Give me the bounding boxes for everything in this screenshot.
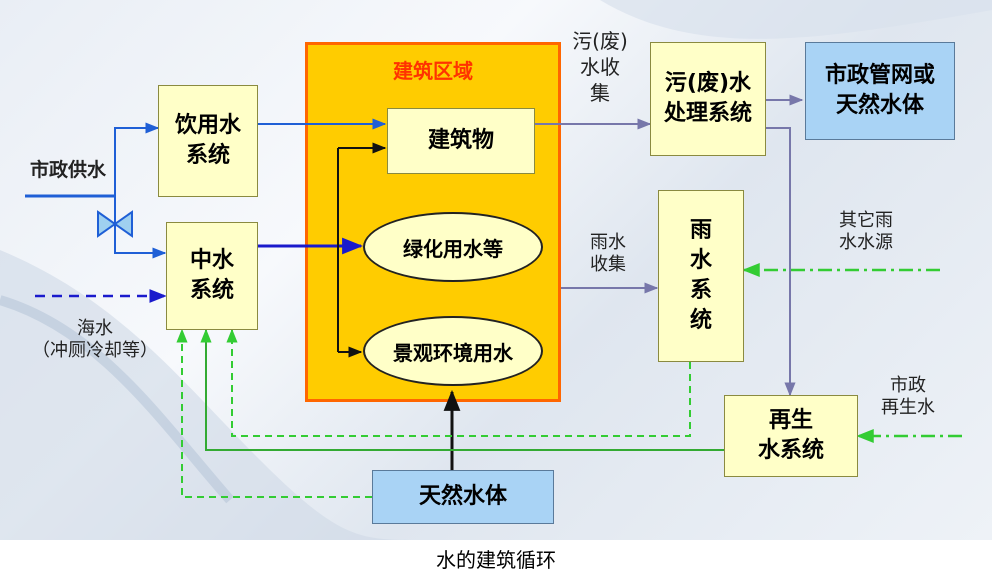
landscape-water-ellipse: 景观环境用水 xyxy=(363,316,543,386)
other-rain-label: 其它雨 水水源 xyxy=(839,210,893,253)
valve-icon xyxy=(97,210,133,238)
natural-water-box: 天然水体 xyxy=(372,470,554,524)
municipal-recycled-label: 市政 再生水 xyxy=(881,375,935,418)
figure-caption: 水的建筑循环 xyxy=(436,548,556,572)
rain-collect-label: 雨水 收集 xyxy=(590,232,626,275)
natural-return-line xyxy=(176,328,372,498)
sewage-collect-label: 污(废) 水收 集 xyxy=(572,29,628,105)
diagram-canvas: 建筑区域 xyxy=(0,0,992,540)
sewage-treatment-box: 污(废)水 处理系统 xyxy=(650,42,766,156)
flow-lines xyxy=(25,94,962,498)
seawater-label: 海水 （冲厕冷却等） xyxy=(32,318,158,361)
municipal-supply-pipe xyxy=(25,122,167,259)
reclaimed-water-system-box: 中水 系统 xyxy=(166,222,258,330)
drinking-water-system-box: 饮用水 系统 xyxy=(158,85,258,197)
recycled-return-line xyxy=(200,328,724,451)
municipal-supply-label: 市政供水 xyxy=(29,159,106,181)
building-box: 建筑物 xyxy=(387,108,535,174)
greening-water-ellipse: 绿化用水等 xyxy=(363,212,543,282)
municipal-network-box: 市政管网或 天然水体 xyxy=(805,42,955,140)
sewage-to-recycled-line xyxy=(766,127,796,397)
recycled-water-system-box: 再生 水系统 xyxy=(724,395,858,477)
reclaimed-distribution-lines xyxy=(337,142,387,358)
rainwater-system-box: 雨 水 系 统 xyxy=(658,190,744,362)
building-region-title: 建筑区域 xyxy=(393,59,473,83)
rainwater-return-line xyxy=(226,328,691,437)
